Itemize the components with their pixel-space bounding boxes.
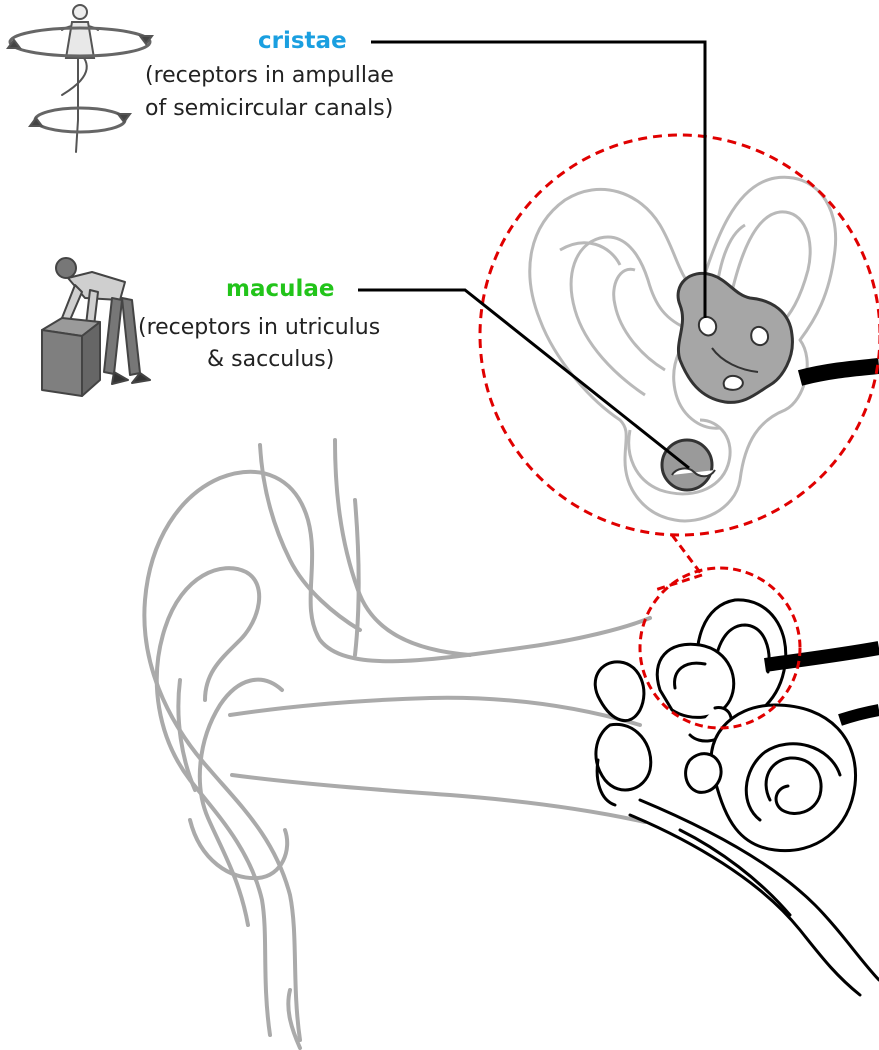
cristae-description-line1: (receptors in ampullae — [145, 62, 394, 89]
maculae-title: maculae — [226, 276, 335, 303]
cristae-title: cristae — [258, 28, 347, 55]
outer-ear — [144, 440, 650, 1048]
cochlear-nerve-thick — [840, 710, 879, 720]
vestibular-nerve-magnified — [800, 366, 879, 378]
spinning-dancer-icon — [8, 5, 152, 152]
zoom-connector — [655, 535, 702, 590]
maculae-description-line1: (receptors in utriculus — [138, 314, 380, 341]
cristae-description-line2: of semicircular canals) — [145, 95, 393, 122]
maculae-description-line2: & sacculus) — [207, 346, 334, 373]
cristae-leader-line — [371, 42, 705, 318]
maculae-leader-line — [358, 290, 689, 468]
person-lifting-box-icon — [42, 258, 150, 396]
